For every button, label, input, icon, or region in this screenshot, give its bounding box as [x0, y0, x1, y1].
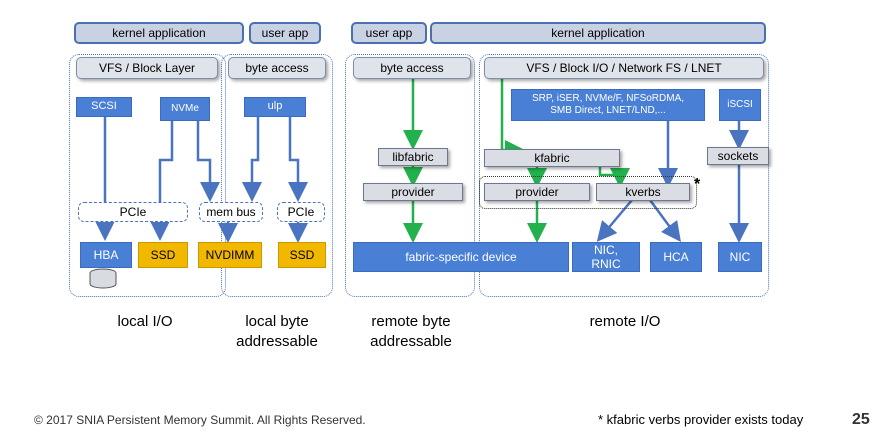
pcie-bus: PCIe: [78, 202, 188, 222]
vfs-block-layer: VFS / Block Layer: [76, 57, 218, 79]
caption-remote-byte-addressable: remote byte addressable: [370, 313, 452, 350]
remote-io-region: [479, 54, 769, 297]
local-io-region: [69, 54, 226, 297]
byte-access-local: byte access: [228, 57, 326, 79]
nvdimm-device: NVDIMM: [198, 242, 262, 268]
footnote-text: * kfabric verbs provider exists today: [598, 412, 804, 427]
ulp-block: ulp: [244, 97, 306, 117]
mem-bus: mem bus: [199, 202, 263, 222]
caption-remote-io: remote I/O: [589, 313, 661, 330]
kfabric-block: kfabric: [484, 149, 620, 167]
provider-block-right: provider: [484, 183, 590, 201]
page-number: 25: [852, 411, 870, 428]
header-kernel-application-left: kernel application: [74, 22, 244, 44]
hba-device: HBA: [80, 242, 132, 268]
fabric-specific-device: fabric-specific device: [353, 242, 569, 272]
header-user-app-right: user app: [351, 22, 427, 44]
disk-icon: [89, 268, 117, 289]
nic-device: NIC: [718, 242, 762, 272]
local-byte-region: [221, 54, 333, 297]
remote-byte-region: [345, 54, 475, 297]
caption-local-byte-addressable: local byte addressable: [236, 313, 318, 350]
nvme-block: NVMe: [160, 97, 210, 121]
sockets-block: sockets: [707, 147, 769, 165]
hca-device: HCA: [650, 242, 702, 272]
copyright-text: © 2017 SNIA Persistent Memory Summit. Al…: [34, 413, 366, 427]
byte-access-remote: byte access: [353, 57, 471, 79]
caption-local-io: local I/O: [117, 313, 173, 330]
scsi-block: SCSI: [76, 97, 132, 117]
nic-rnic-device: NIC, RNIC: [572, 242, 640, 272]
ssd-device-right: SSD: [278, 242, 326, 268]
libfabric-block: libfabric: [378, 148, 448, 166]
pcie-small: PCIe: [277, 202, 325, 222]
header-kernel-application-right: kernel application: [430, 22, 766, 44]
kverbs-provider-group: [479, 176, 697, 209]
rdma-protocols-block: SRP, iSER, NVMe/F, NFSoRDMA, SMB Direct,…: [511, 89, 705, 121]
vfs-block-io-network: VFS / Block I/O / Network FS / LNET: [484, 57, 764, 79]
ssd-device-left: SSD: [138, 242, 188, 268]
header-user-app-left: user app: [249, 22, 321, 44]
iscsi-block: iSCSI: [719, 89, 761, 121]
kverbs-block: kverbs: [596, 183, 690, 201]
provider-block-left: provider: [363, 183, 463, 201]
asterisk-mark: *: [694, 176, 701, 193]
